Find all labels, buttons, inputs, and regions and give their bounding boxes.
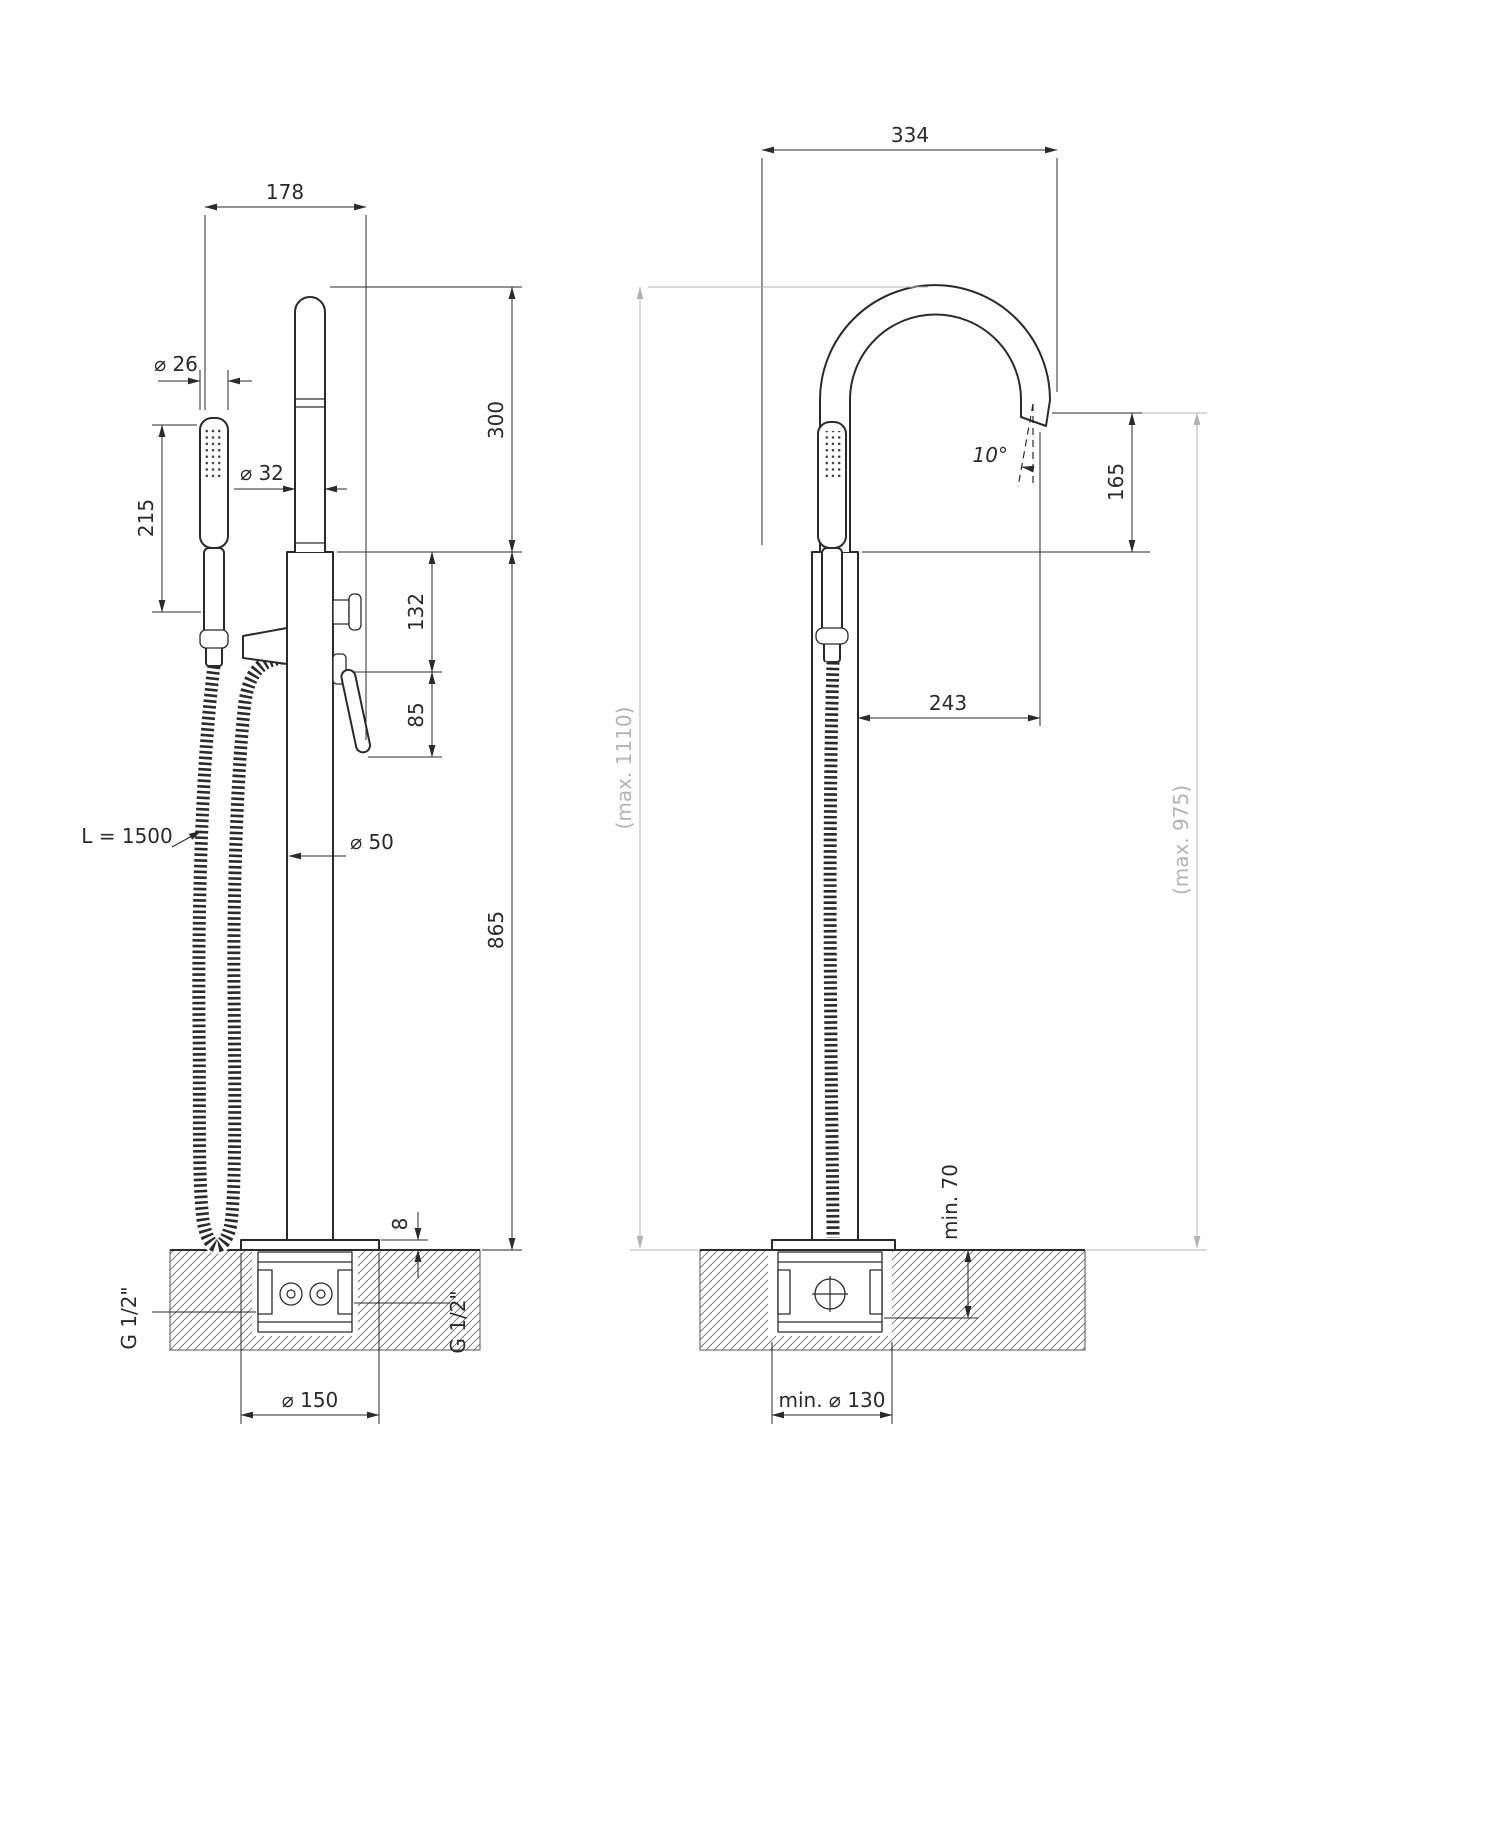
dim-min-hole-diameter: min. ⌀ 130 [778, 1388, 885, 1412]
dim-outlet-angle: 10° [973, 443, 1008, 467]
thread-label-right: G 1/2" [446, 1290, 470, 1353]
dim-hose-length: L = 1500 [81, 824, 173, 848]
front-handset-holder [242, 627, 288, 665]
side-gooseneck-spout [819, 284, 1051, 552]
thread-label-left: G 1/2" [117, 1286, 141, 1349]
dim-riser-diameter: ⌀ 32 [240, 461, 284, 485]
front-view: 178 ⌀ 26 215 ⌀ 32 300 132 [81, 180, 522, 1424]
dim-min-floor-depth: min. 70 [938, 1164, 962, 1240]
dim-top-width: 178 [266, 180, 304, 204]
outlet-angle-marks [1017, 403, 1035, 488]
front-spout-pipe [294, 296, 326, 552]
front-base-plate [240, 1239, 380, 1251]
front-diverter-knob [332, 593, 362, 631]
dim-depth: 334 [891, 123, 929, 147]
side-view: 334 (max. 1110) 165 (max. 975) 243 10° m… [612, 123, 1207, 1424]
spray-face [204, 427, 224, 479]
dim-base-diameter: ⌀ 150 [282, 1388, 339, 1412]
dim-max-height: (max. 1110) [612, 707, 636, 830]
dim-handset-diameter: ⌀ 26 [154, 352, 198, 376]
dim-baseplate-thickness: 8 [388, 1218, 412, 1231]
side-floor [699, 1249, 1086, 1351]
dim-handset-length: 215 [134, 499, 158, 537]
dim-max-outlet-height: (max. 975) [1169, 785, 1193, 895]
dim-spout-height: 300 [484, 401, 508, 439]
front-hand-shower [199, 417, 229, 667]
front-shower-hose [190, 650, 285, 1254]
front-column [286, 551, 334, 1241]
side-mounting-flange [777, 1251, 883, 1333]
dim-body-top-offset: 132 [404, 593, 428, 631]
side-base-plate [771, 1239, 896, 1251]
spray-face [822, 431, 842, 481]
dim-outlet-height: 165 [1104, 463, 1128, 501]
side-dimensions: 334 (max. 1110) 165 (max. 975) 243 10° m… [612, 123, 1207, 1424]
front-mounting-flange [257, 1251, 353, 1333]
front-lever-handle [332, 653, 372, 754]
side-shower-hose [822, 661, 841, 1239]
side-hand-shower [815, 421, 849, 663]
front-dimensions: 178 ⌀ 26 215 ⌀ 32 300 132 [81, 180, 522, 1424]
dim-column-diameter: ⌀ 50 [350, 830, 394, 854]
dim-lever-offset: 85 [404, 702, 428, 727]
dim-column-height: 865 [484, 911, 508, 949]
dim-reach: 243 [929, 691, 967, 715]
